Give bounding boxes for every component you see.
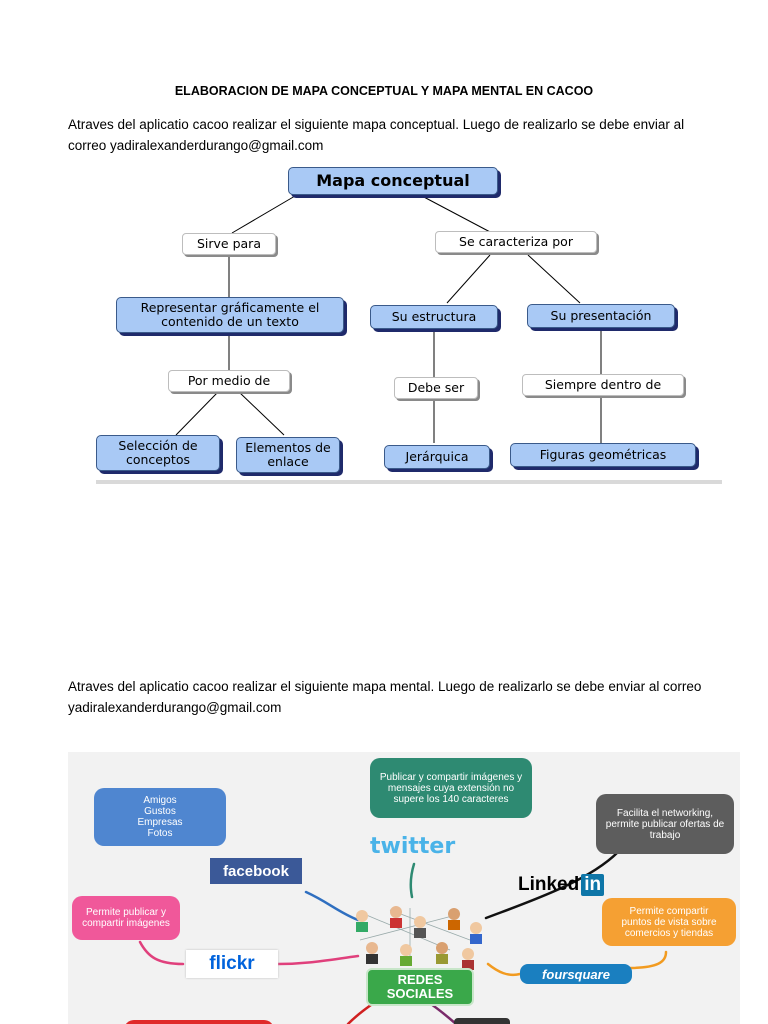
linkedin-word: Linked [518, 874, 580, 895]
instruction-paragraph-2: Atraves del aplicatio cacoo realizar el … [68, 679, 702, 715]
concept-map-bottom-rule [96, 480, 722, 484]
link-se-caracteriza: Se caracteriza por [435, 231, 597, 253]
leaf-seleccion: Selección de conceptos [96, 435, 220, 471]
twitter-note: Publicar y compartir imágenes y mensajes… [370, 758, 532, 818]
link-debe-ser: Debe ser [394, 377, 478, 399]
twitter-logo: twitter [370, 834, 456, 859]
link-por-medio-de: Por medio de [168, 370, 290, 392]
people-network-icon [356, 906, 482, 970]
dark-box-partial [454, 1018, 510, 1024]
facebook-logo: facebook [210, 858, 302, 884]
node-su-presentacion: Su presentación [527, 304, 675, 328]
concept-root: Mapa conceptual [288, 167, 498, 195]
linkedin-note-text: Facilita el networking, permite publicar… [605, 807, 725, 841]
concept-map: Mapa conceptual Sirve para Se caracteriz… [92, 164, 722, 486]
foursquare-note: Permite compartir puntos de vista sobre … [602, 898, 736, 946]
facebook-note: Amigos Gustos Empresas Fotos [94, 788, 226, 846]
link-siempre-dentro: Siempre dentro de [522, 374, 684, 396]
center-label: REDES SOCIALES [386, 972, 454, 1001]
node-representar: Representar gráficamente el contenido de… [116, 297, 344, 333]
document-title: ELABORACION DE MAPA CONCEPTUAL Y MAPA ME… [174, 84, 594, 98]
instruction-paragraph-1: Atraves del aplicatio cacoo realizar el … [68, 117, 685, 153]
redes-sociales-center: REDES SOCIALES [366, 968, 474, 1006]
linkedin-note: Facilita el networking, permite publicar… [596, 794, 734, 854]
foursquare-logo: foursquare [520, 964, 632, 984]
leaf-figuras: Figuras geométricas [510, 443, 696, 467]
flickr-note: Permite publicar y compartir imágenes [72, 896, 180, 940]
leaf-jerarquica: Jerárquica [384, 445, 490, 469]
flickr-note-text: Permite publicar y compartir imágenes [82, 907, 170, 929]
link-sirve-para: Sirve para [182, 233, 276, 255]
linkedin-logo: Linked in [518, 874, 605, 896]
concept-map-lines [175, 195, 602, 443]
linkedin-in-badge: in [581, 874, 605, 896]
twitter-note-text: Publicar y compartir imágenes y mensajes… [379, 771, 523, 805]
node-su-estructura: Su estructura [370, 305, 498, 329]
leaf-elementos: Elementos de enlace [236, 437, 340, 473]
foursquare-note-text: Permite compartir puntos de vista sobre … [621, 905, 717, 939]
mind-map: Amigos Gustos Empresas Fotos facebook Pu… [68, 752, 740, 1024]
red-box-partial [124, 1020, 274, 1024]
facebook-note-text: Amigos Gustos Empresas Fotos [137, 795, 183, 839]
flickr-logo: flickr [186, 950, 278, 978]
